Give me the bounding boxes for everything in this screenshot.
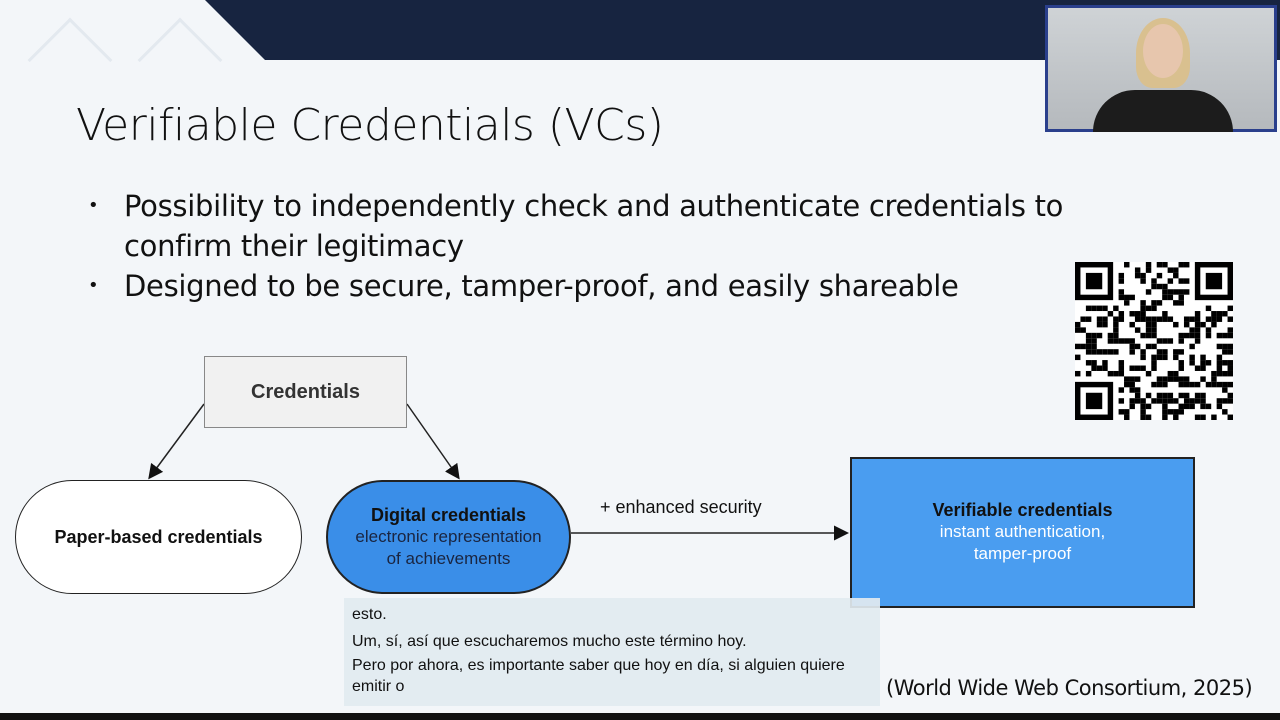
bottom-bar	[0, 713, 1280, 720]
credentials-node: Credentials	[204, 356, 407, 428]
verifiable-title: Verifiable credentials	[932, 500, 1113, 520]
caption-line: Um, sí, así que escucharemos mucho este …	[352, 633, 747, 650]
bullet-item: Possibility to independently check and a…	[88, 186, 1148, 266]
digital-title: Digital credentials	[370, 504, 527, 525]
caption-line: Pero por ahora, es importante saber que …	[352, 657, 845, 695]
verifiable-sub: instant authentication,	[939, 522, 1106, 541]
verifiable-sub: tamper-proof	[973, 544, 1072, 563]
arrow-label: + enhanced security	[600, 497, 762, 517]
webcam-video[interactable]	[1045, 5, 1277, 132]
qr-code	[1075, 262, 1233, 420]
bullet-list: Possibility to independently check and a…	[88, 186, 1148, 306]
live-captions: esto. Um, sí, así que escucharemos mucho…	[344, 598, 880, 706]
citation: (World Wide Web Consortium, 2025)	[886, 676, 1253, 700]
caption-line: esto.	[352, 606, 387, 623]
digital-sub: of achievements	[386, 548, 511, 568]
slide-title: Verifiable Credentials (VCs)	[76, 100, 664, 151]
digital-credentials-node: Digital credentials electronic represent…	[326, 480, 571, 594]
bullet-item: Designed to be secure, tamper-proof, and…	[88, 266, 1148, 306]
presenter-body	[1093, 90, 1233, 132]
paper-credentials-node: Paper-based credentials	[15, 480, 302, 594]
digital-sub: electronic representation	[355, 526, 542, 546]
verifiable-credentials-node: Verifiable credentials instant authentic…	[850, 457, 1195, 608]
presenter-face	[1143, 24, 1183, 78]
